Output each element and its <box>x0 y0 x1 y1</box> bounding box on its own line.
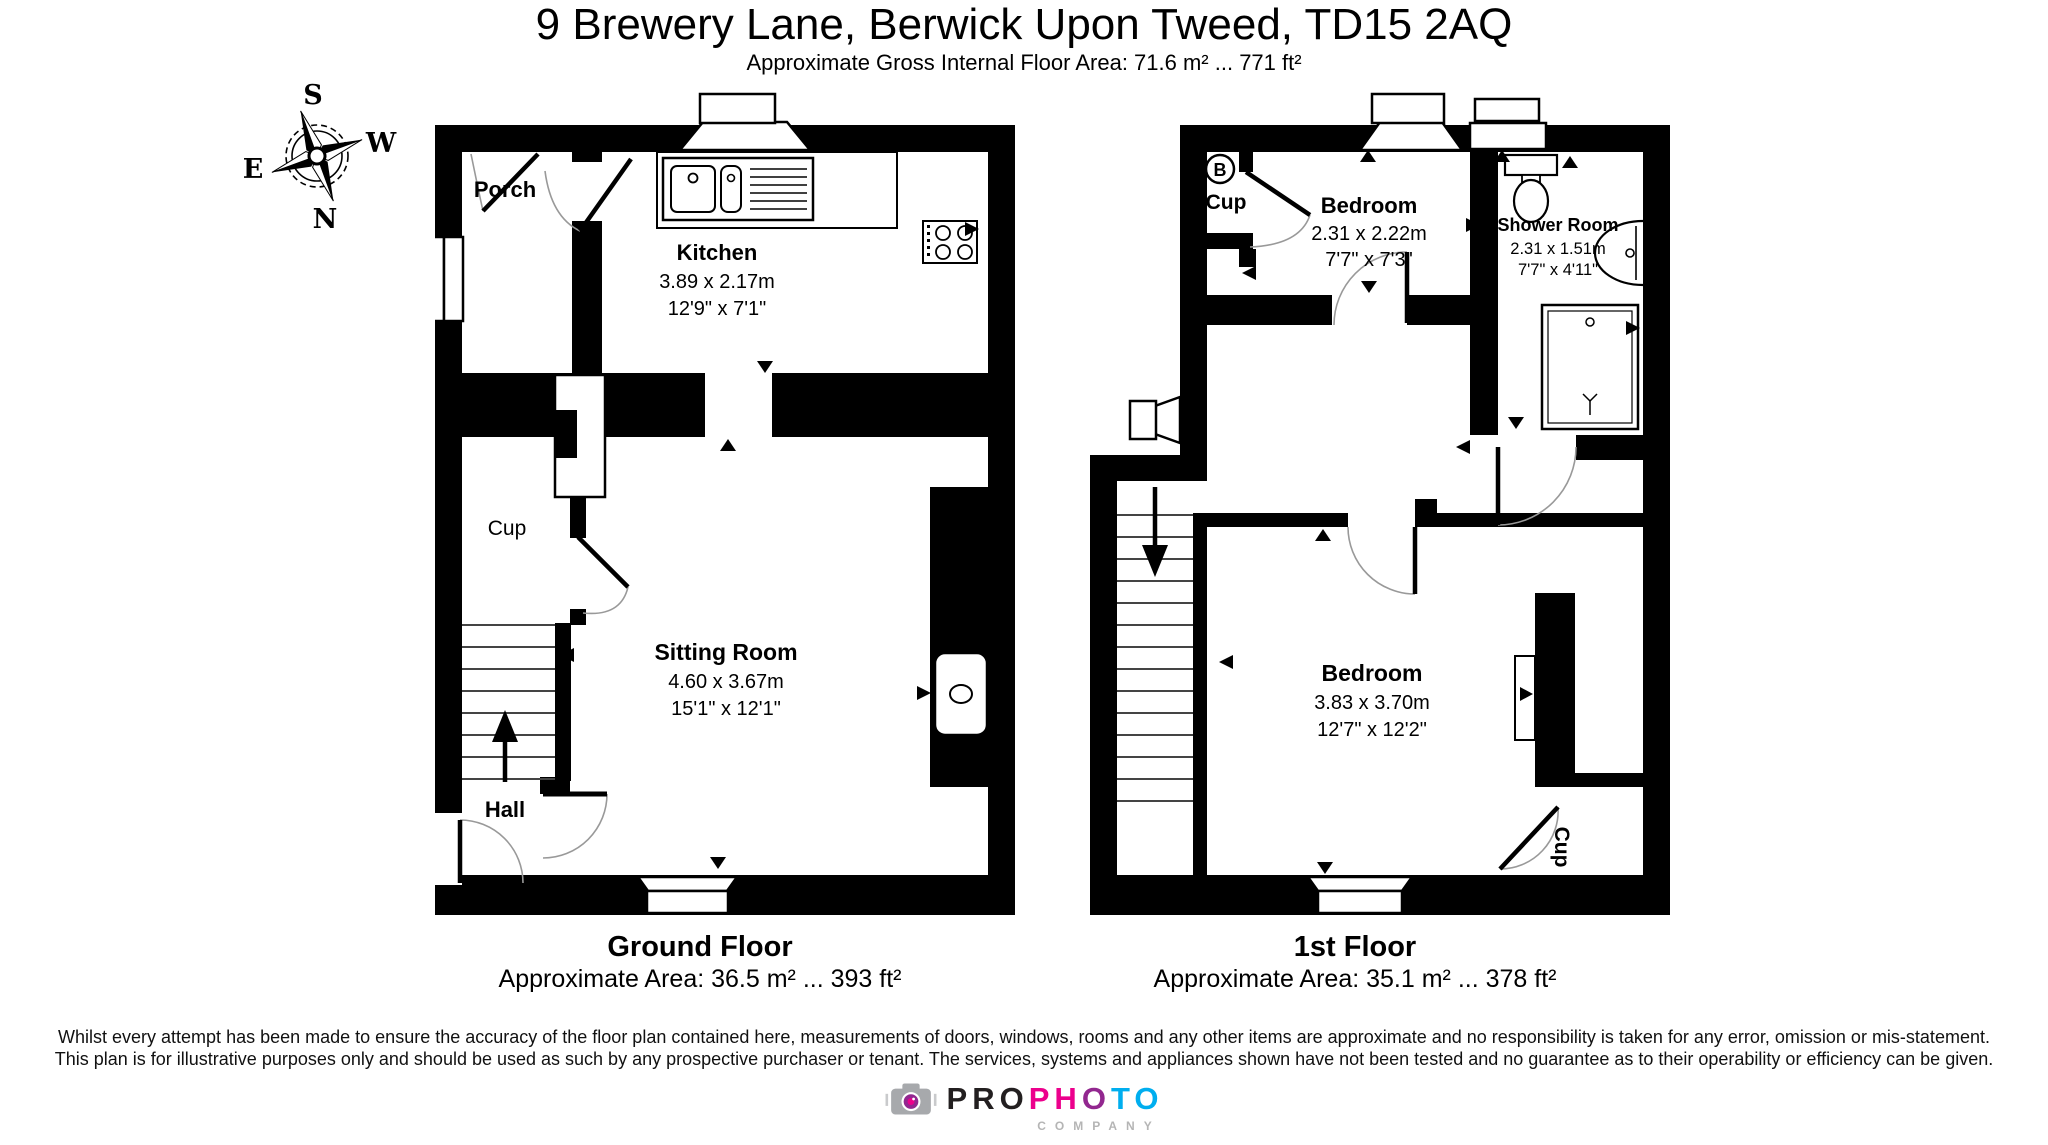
first-markers <box>1219 150 1640 874</box>
toilet <box>1503 153 1559 224</box>
shower-room-size-imperial: 7'7" x 4'11" <box>1518 261 1598 279</box>
shower-tray <box>1540 303 1640 431</box>
ground-floor-area: Approximate Area: 36.5 m² ... 393 ft² <box>498 965 902 993</box>
bay-window <box>635 875 740 915</box>
marker-right-icon <box>1466 218 1480 232</box>
shower-room-label: Shower Room <box>1497 215 1618 235</box>
compass-dashed-ring <box>285 124 349 188</box>
bedroom-large-size-metric: 3.83 x 3.70m <box>1314 692 1430 714</box>
marker-left-icon <box>560 648 574 662</box>
disclaimer-line-2: This plan is for illustrative purposes o… <box>54 1049 1994 1069</box>
marker-up-icon <box>1360 150 1376 162</box>
ground-floor-plan: Porch Kitchen 3.89 x 2.17m 12'9" x 7'1" … <box>423 85 1015 920</box>
compass-south-label: S <box>303 80 323 111</box>
marker-down-icon <box>1317 862 1333 874</box>
first-floor-drawing: B Cup Bedroom 2.31 x 2.22m 7'7" x 7'3" S… <box>1090 92 1670 915</box>
boiler-cup-label: Cup <box>1206 191 1247 214</box>
marker-down-icon <box>710 857 726 869</box>
boiler-badge: B <box>1214 160 1227 180</box>
compass-ring <box>291 130 343 182</box>
marker-left-icon <box>1219 655 1233 669</box>
marker-right-icon <box>965 222 979 236</box>
marker-right-icon <box>1520 687 1533 701</box>
bedroom-chimney <box>1357 92 1465 152</box>
compass-star <box>271 110 363 202</box>
first-floor-plan: B Cup Bedroom 2.31 x 2.22m 7'7" x 7'3" S… <box>1090 85 1670 920</box>
marker-right-icon <box>1626 321 1640 335</box>
marker-right-icon <box>917 686 931 700</box>
compass-rose: S W E N <box>225 68 405 238</box>
compass-east-label: E <box>243 154 264 185</box>
boiler-cupboard: B Cup <box>1204 153 1247 214</box>
left-chimney <box>1128 395 1182 445</box>
hall-label: Hall <box>485 797 525 822</box>
front-door-opening <box>435 813 462 885</box>
door-leaves <box>457 152 633 883</box>
shower-window <box>1468 97 1548 151</box>
marker-down-icon <box>1361 281 1377 293</box>
porch-label: Porch <box>474 177 536 202</box>
compass-icon: S W E N <box>243 80 397 235</box>
stairs-down-arrow <box>1142 487 1168 577</box>
first-walls <box>1090 125 1670 915</box>
floor-area-subtitle: Approximate Gross Internal Floor Area: 7… <box>746 50 1302 75</box>
first-floor-caption: 1st Floor Approximate Area: 35.1 m² ... … <box>1065 930 1645 995</box>
sitting-room-size-metric: 4.60 x 3.67m <box>668 671 784 693</box>
marker-down-icon <box>757 361 773 373</box>
ground-floor-caption: Ground Floor Approximate Area: 36.5 m² .… <box>410 930 990 995</box>
door-swing-arcs <box>459 153 629 884</box>
marker-left-icon <box>578 238 592 252</box>
marker-up-icon <box>1315 529 1331 541</box>
compass-west-label: W <box>365 128 397 159</box>
sitting-room-size-imperial: 15'1" x 12'1" <box>671 698 781 720</box>
bedroom-small-label: Bedroom <box>1321 193 1418 218</box>
ground-floor-drawing: Porch Kitchen 3.89 x 2.17m 12'9" x 7'1" … <box>423 92 1015 915</box>
door-leaves <box>1244 170 1560 871</box>
disclaimer: Whilst every attempt has been made to en… <box>0 1026 2048 1070</box>
marker-up-icon <box>720 439 736 451</box>
stove <box>933 651 989 737</box>
disclaimer-line-1: Whilst every attempt has been made to en… <box>58 1027 1990 1047</box>
basin <box>1593 219 1644 287</box>
company-tagline: COMPANY <box>1037 1119 1161 1133</box>
compass-north-label: N <box>313 204 338 233</box>
drainer-lines <box>750 168 807 210</box>
kitchen-size-imperial: 12'9" x 7'1" <box>668 298 767 320</box>
staircase <box>462 624 555 780</box>
kitchen-sink-unit <box>656 151 898 229</box>
marker-left-icon <box>1456 440 1470 454</box>
bay-window <box>1305 875 1415 915</box>
camera-icon <box>885 1083 937 1115</box>
cupboard2-label: Cup <box>1550 827 1573 868</box>
sitting-room-label: Sitting Room <box>654 639 797 665</box>
bedroom-large-size-imperial: 12'7" x 12'2" <box>1317 719 1427 741</box>
cupboard-label: Cup <box>488 517 527 540</box>
door-swing-arcs <box>1249 214 1577 870</box>
marker-down-icon <box>1508 417 1524 429</box>
porch-window <box>423 235 465 323</box>
kitchen-chimney <box>677 92 813 152</box>
prophoto-logo: PROPHOTO COMPANY <box>0 1080 2048 1133</box>
ground-floor-title: Ground Floor <box>607 931 793 963</box>
marker-up-icon <box>1562 156 1578 168</box>
stairs-up-arrow <box>492 710 518 782</box>
page-title: 9 Brewery Lane, Berwick Upon Tweed, TD15… <box>535 0 1513 49</box>
wordmark-pro: PRO <box>946 1081 1029 1116</box>
ground-markers <box>560 222 979 869</box>
first-floor-area: Approximate Area: 35.1 m² ... 378 ft² <box>1153 965 1557 993</box>
marker-up-icon <box>1494 150 1510 162</box>
marker-left-icon <box>1242 266 1256 280</box>
wordmark: PROPHOTO <box>946 1081 1164 1116</box>
first-floor-title: 1st Floor <box>1293 931 1417 963</box>
bedroom-large-label: Bedroom <box>1322 660 1423 686</box>
wall-recess <box>553 373 607 499</box>
bedroom-small-size-metric: 2.31 x 2.22m <box>1311 223 1427 245</box>
kitchen-label: Kitchen <box>677 240 758 265</box>
kitchen-size-metric: 3.89 x 2.17m <box>659 271 775 293</box>
drain-icon <box>1582 393 1598 415</box>
bedroom-small-size-imperial: 7'7" x 7'3" <box>1325 249 1412 271</box>
shower-room-size-metric: 2.31 x 1.51m <box>1510 240 1605 258</box>
